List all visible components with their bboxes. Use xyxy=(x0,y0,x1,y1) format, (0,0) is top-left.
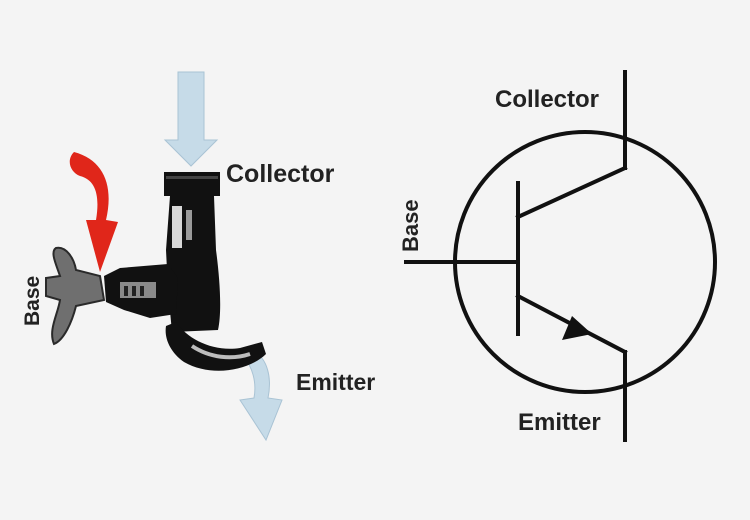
turn-arrow xyxy=(69,152,118,272)
tap-emitter-label: Emitter xyxy=(296,369,376,395)
symbol-collector-label: Collector xyxy=(495,86,600,113)
tap-spout xyxy=(165,322,266,371)
tap-handle xyxy=(45,246,106,346)
collector-diagonal xyxy=(515,165,628,220)
npn-transistor-symbol xyxy=(404,70,717,442)
water-tap xyxy=(45,71,283,442)
symbol-base-label: Base xyxy=(398,199,423,252)
tap-top-cap xyxy=(164,172,220,196)
tap-base-label: Base xyxy=(21,275,44,326)
symbol-emitter-label: Emitter xyxy=(518,409,601,436)
water-inflow-arrow xyxy=(163,71,219,167)
water-outflow-arrow xyxy=(239,349,283,442)
tap-collector-label: Collector xyxy=(226,160,335,188)
emitter-arrowhead xyxy=(562,316,592,340)
